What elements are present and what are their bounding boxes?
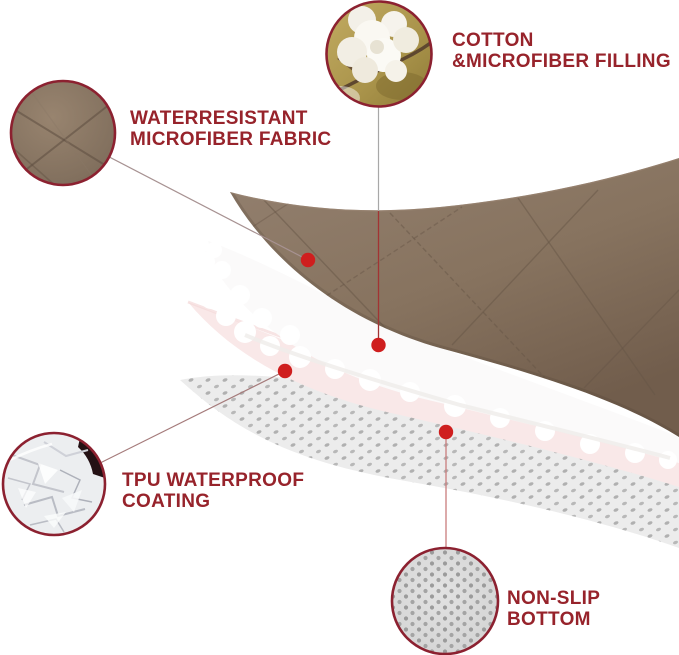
marker-dot-nonslip [438,424,454,440]
fabric-callout-label: WATERRESISTANT MICROFIBER FABRIC [130,108,332,150]
marker-dot-cotton [371,337,386,353]
fluffy-edge [190,236,677,469]
marker-dot-fabric [300,252,316,268]
nonslip-bottom-layer [180,375,679,548]
filling-layer [190,236,679,469]
marker-dot-tpu [277,363,293,379]
marker-dots [277,252,454,440]
tpu-inset-circle [1,431,107,537]
nonslip-inset-circle [390,546,500,655]
cotton-inset-circle [325,0,433,108]
callout-line-tpu [69,370,286,479]
cotton-callout-label: COTTON &MICROFIBER FILLING [452,30,671,72]
crinkled-film-illustration [7,438,105,533]
nonslip-callout-label: NON-SLIP BOTTOM [507,588,601,630]
fabric-inset-circle [9,79,117,187]
quilted-top-layer [230,158,679,437]
tpu-callout-label: TPU WATERPROOF COATING [122,470,305,512]
